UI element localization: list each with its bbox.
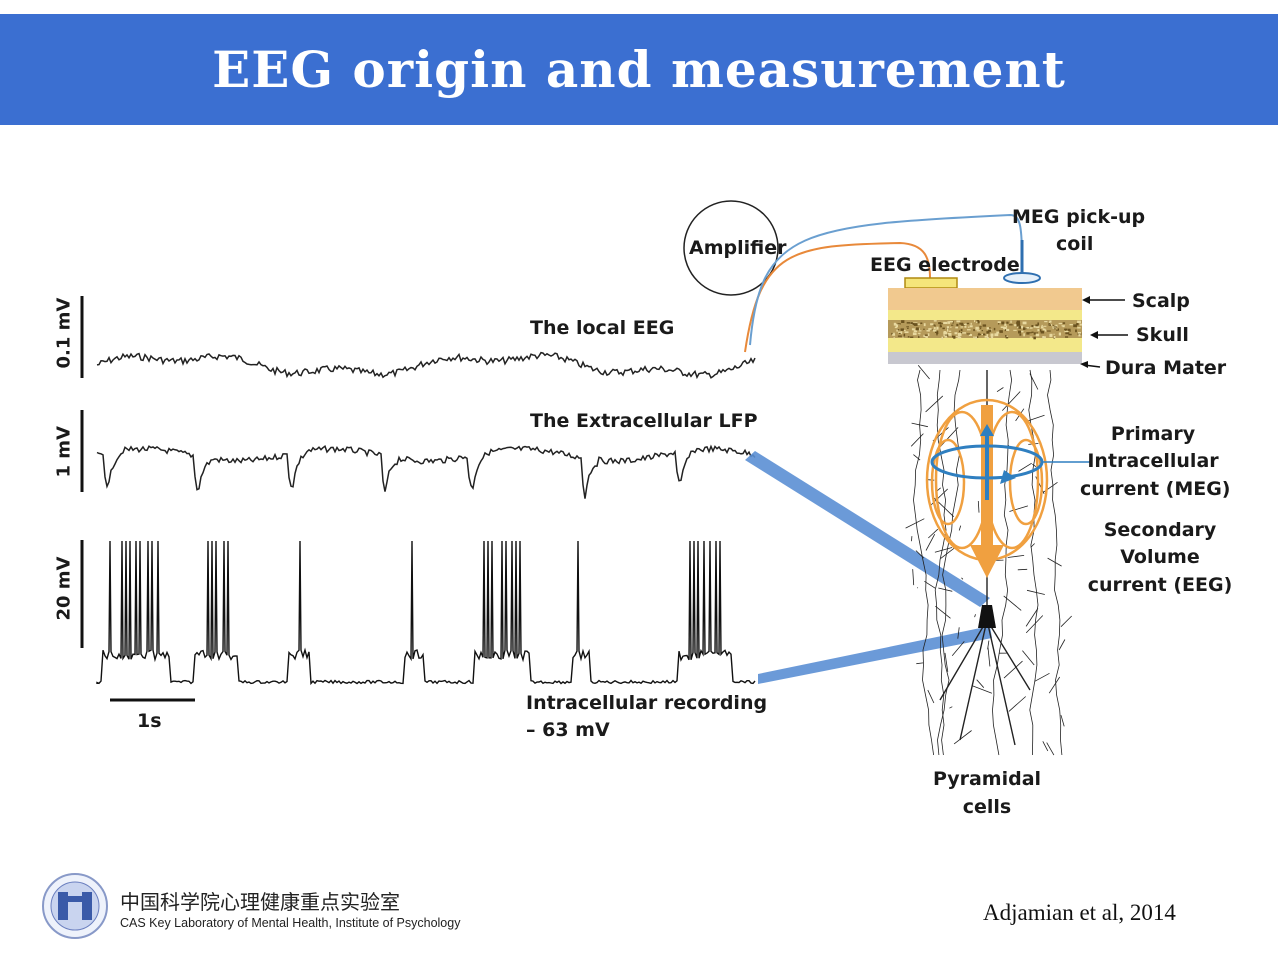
skull-arrowhead [1090, 331, 1098, 339]
eeg-electrode-icon [904, 277, 958, 289]
skull-texture [891, 320, 1082, 340]
lab-name-english: CAS Key Laboratory of Mental Health, Ins… [120, 916, 461, 930]
intracellular-label-line2: – 63 mV [526, 719, 610, 741]
title-banner [0, 14, 1278, 125]
pyramidal-cells-label-line2: cells [962, 796, 1012, 818]
scalp-arrowhead [1082, 296, 1090, 304]
dura-layer [888, 352, 1082, 364]
meg-coil-label-line1: MEG pick-up [1012, 206, 1146, 228]
slide-title: EEG origin and measurement [212, 40, 1066, 99]
secondary-current-label-line3: current (EEG) [1087, 574, 1233, 596]
scalp-fat-layer [888, 310, 1082, 320]
scale-label-lfp: 1 mV [53, 426, 75, 478]
scale-label-eeg: 0.1 mV [53, 297, 75, 369]
magnetic-field-arrowhead [1000, 470, 1016, 484]
meg-coil-label-line2: coil [1056, 233, 1094, 255]
pyramidal-cells-label-line1: Pyramidal [932, 768, 1042, 790]
meg-coil-icon [1003, 272, 1041, 284]
local-eeg-label: The local EEG [530, 317, 675, 339]
lab-logo [42, 873, 108, 939]
intracellular-label-line1: Intracellular recording [526, 692, 768, 714]
time-scale-label: 1s [137, 710, 162, 732]
lab-name-chinese: 中国科学院心理健康重点实验室 [120, 890, 400, 914]
lfp-label: The Extracellular LFP [530, 410, 758, 432]
pointer-lfp [745, 451, 990, 607]
secondary-current-label-line2: Volume [1120, 546, 1200, 568]
dura-mater-label: Dura Mater [1105, 357, 1227, 379]
pyramidal-soma [978, 605, 996, 628]
primary-current-label-line1: Primary [1110, 423, 1196, 445]
scalp-layer [888, 288, 1082, 310]
dura-arrowhead [1080, 361, 1088, 368]
trace-intracellular [96, 540, 756, 686]
trace-local-eeg [96, 351, 756, 380]
amplifier-label: Amplifier [689, 237, 787, 259]
pyramidal-dendrites [905, 365, 1072, 756]
primary-current-label-line2: Intracellular [1087, 450, 1219, 472]
skull-inner-layer [888, 338, 1082, 352]
skull-label: Skull [1136, 324, 1189, 346]
intracellular-current-arrowhead [980, 424, 994, 436]
scale-label-intracellular: 20 mV [53, 556, 75, 621]
eeg-electrode-label: EEG electrode [870, 254, 1020, 276]
amplifier-circle [683, 200, 779, 296]
scalp-label: Scalp [1132, 290, 1190, 312]
primary-current-arrowhead [970, 545, 1004, 578]
primary-current-label-line3: current (MEG) [1080, 478, 1231, 500]
secondary-current-label-line1: Secondary [1103, 519, 1217, 541]
pointer-intracellular [758, 626, 992, 684]
meg-wire [749, 213, 1023, 346]
trace-extracellular-lfp [96, 444, 756, 499]
citation: Adjamian et al, 2014 [983, 900, 1176, 925]
